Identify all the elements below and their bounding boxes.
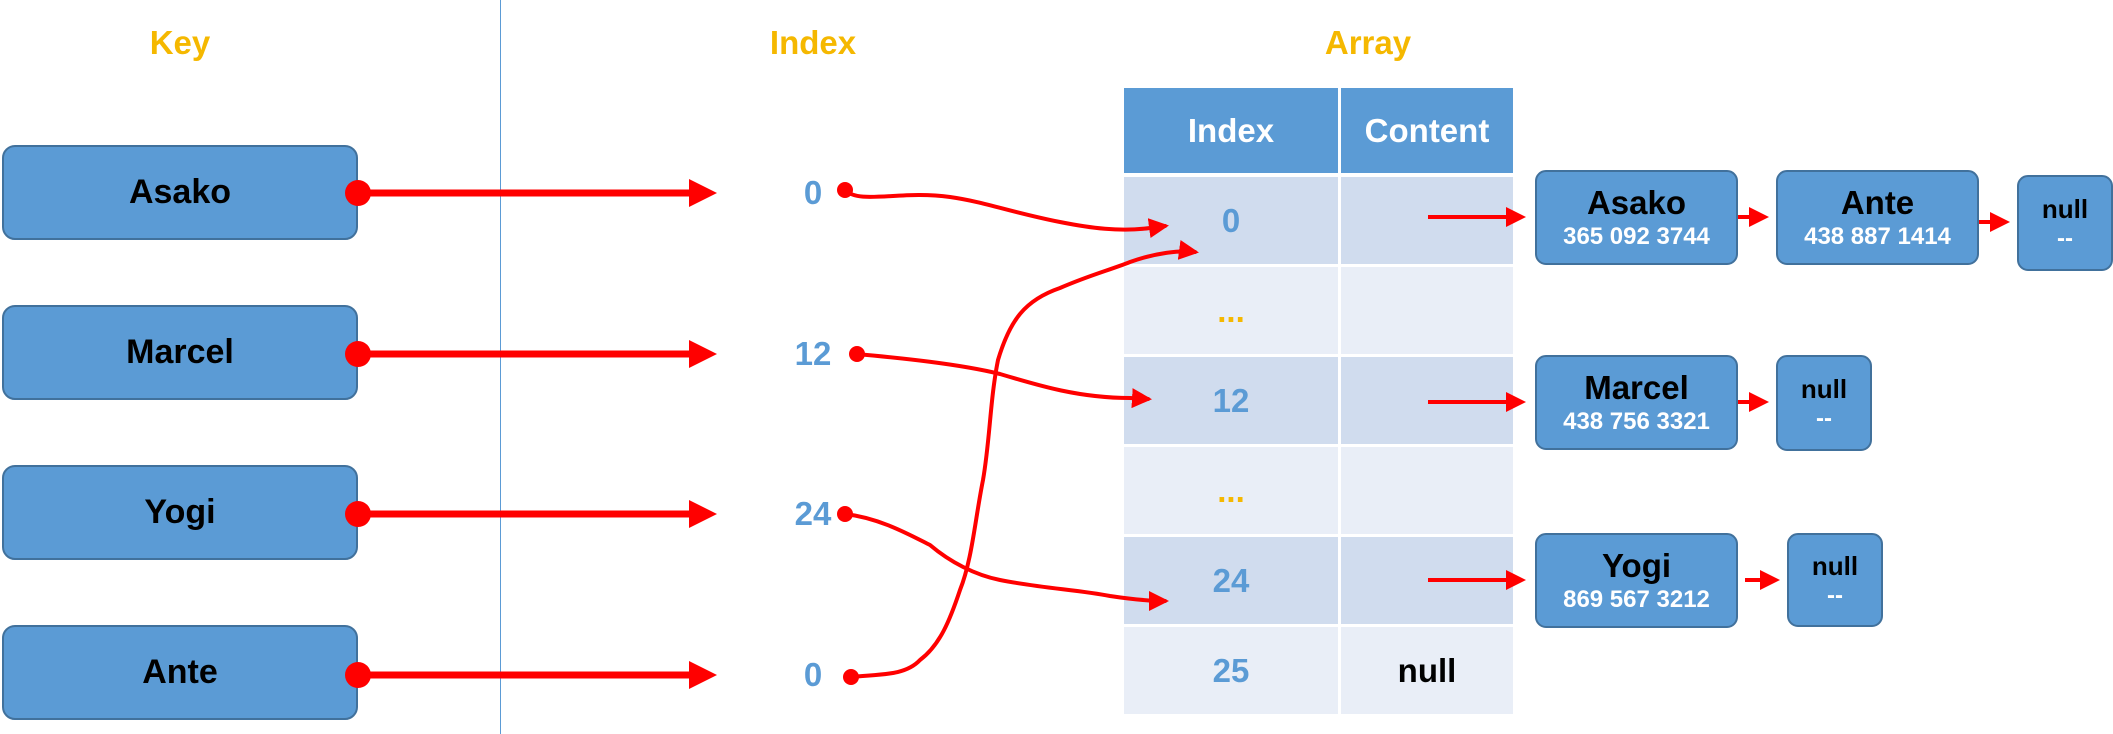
- null-value: --: [1816, 405, 1832, 432]
- key-box-asako: Asako: [2, 145, 358, 240]
- null-label: null: [2041, 194, 2089, 224]
- node-name: Ante: [1840, 183, 1915, 221]
- chain-node-marcel: Marcel 438 756 3321: [1535, 355, 1738, 450]
- array-header-index: Index: [1124, 88, 1338, 173]
- null-value: --: [1827, 582, 1843, 609]
- null-node: null --: [1787, 533, 1883, 627]
- node-phone: 438 887 1414: [1804, 222, 1951, 250]
- slot-arrow: [849, 239, 1199, 679]
- array-row-index: ...: [1124, 447, 1338, 534]
- hash-index-ante: 0: [803, 656, 823, 693]
- slot-arrow: [843, 188, 1169, 239]
- index-heading: Index: [769, 24, 857, 61]
- array-row-content: [1341, 267, 1513, 354]
- array-header-content: Content: [1341, 88, 1513, 173]
- null-node: null --: [1776, 355, 1872, 451]
- array-heading: Array: [1324, 24, 1412, 61]
- array-row-content: [1341, 447, 1513, 534]
- slot-arrow: [855, 352, 1152, 409]
- node-phone: 869 567 3212: [1563, 585, 1710, 613]
- hash-index-marcel: 12: [794, 335, 832, 372]
- null-value: --: [2057, 225, 2073, 252]
- node-name: Yogi: [1601, 546, 1672, 584]
- arrow-origin-dot: [345, 341, 371, 367]
- hash-index-yogi: 24: [794, 495, 832, 532]
- chain-node-ante: Ante 438 887 1414: [1776, 170, 1979, 265]
- divider-line: [500, 0, 501, 734]
- arrow-origin-dot: [345, 501, 371, 527]
- key-heading: Key: [149, 24, 211, 61]
- node-phone: 365 092 3744: [1563, 222, 1710, 250]
- array-row-content: [1341, 177, 1513, 264]
- null-label: null: [1800, 374, 1848, 404]
- chain-node-yogi: Yogi 869 567 3212: [1535, 533, 1738, 628]
- hash-index-asako: 0: [803, 174, 823, 211]
- array-row-index: 12: [1124, 357, 1338, 444]
- null-label: null: [1811, 551, 1859, 581]
- array-row-index: 25: [1124, 627, 1338, 714]
- chain-node-asako: Asako 365 092 3744: [1535, 170, 1738, 265]
- key-box-ante: Ante: [2, 625, 358, 720]
- key-box-yogi: Yogi: [2, 465, 358, 560]
- array-row-index: ...: [1124, 267, 1338, 354]
- node-phone: 438 756 3321: [1563, 407, 1710, 435]
- slot-arrow: [843, 512, 1169, 611]
- null-node: null --: [2017, 175, 2113, 271]
- array-row-content: null: [1341, 627, 1513, 714]
- node-name: Marcel: [1584, 368, 1689, 406]
- key-box-marcel: Marcel: [2, 305, 358, 400]
- arrow-origin-dot: [345, 180, 371, 206]
- arrow-origin-dot: [345, 662, 371, 688]
- node-name: Asako: [1586, 183, 1687, 221]
